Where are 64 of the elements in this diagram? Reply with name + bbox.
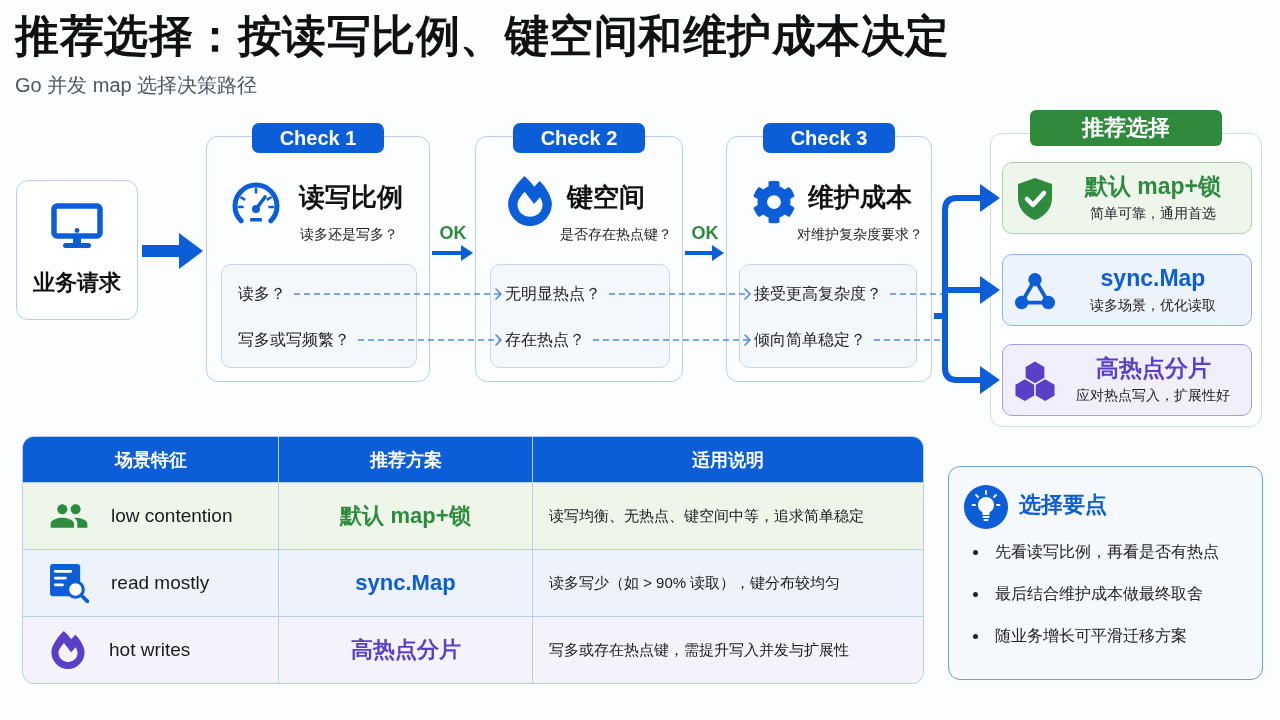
result-title: 默认 map+锁	[1084, 172, 1222, 201]
dashed-arrow	[357, 334, 502, 346]
scenario-label: low contention	[111, 504, 233, 528]
request-box	[16, 180, 138, 320]
tip-item: 先看读写比例，再看是否有热点	[971, 541, 1219, 563]
option-text: 无明显热点？	[505, 283, 601, 305]
thick-arrow	[948, 276, 1000, 304]
step-panel	[475, 123, 683, 382]
thick-arrow	[685, 245, 724, 261]
solution-name: 高热点分片	[350, 636, 461, 664]
option-panel	[221, 264, 417, 368]
result-card	[1002, 254, 1252, 326]
option-text: 倾向简单稳定？	[754, 329, 866, 351]
node-label: 业务请求	[33, 269, 121, 297]
step-header: Check 1	[251, 123, 385, 153]
result-title: sync.Map	[1100, 264, 1206, 293]
result-description: 应对热点写入，扩展性好	[1076, 386, 1230, 405]
option-text: 存在热点？	[505, 329, 585, 351]
solution-name: 默认 map+锁	[340, 502, 471, 530]
dashed-arrow	[608, 288, 751, 300]
result-card	[1002, 162, 1252, 234]
step-panel	[726, 123, 932, 382]
scenario-label: read mostly	[111, 571, 210, 595]
description-text: 写多或存在热点键，需提升写入并发与扩展性	[549, 640, 849, 660]
thick-arrow	[942, 366, 1000, 394]
step-title: 键空间	[567, 181, 645, 213]
result-header: 推荐选择	[1030, 110, 1222, 146]
scenario-label: hot writes	[109, 638, 191, 662]
option-text: 写多或写频繁？	[238, 329, 350, 351]
dashed-line	[889, 293, 943, 295]
column-header: 推荐方案	[369, 448, 442, 472]
option-panel	[739, 264, 917, 368]
subtitle: Go 并发 map 选择决策路径	[15, 73, 258, 97]
tip-item: 最后结合维护成本做最终取舍	[971, 583, 1203, 605]
result-panel	[990, 110, 1262, 427]
tips-panel	[948, 466, 1263, 680]
page-title: 推荐选择：按读写比例、键空间和维护成本决定	[15, 10, 950, 62]
step-header: Check 2	[512, 123, 646, 153]
tip-item: 随业务增长可平滑迁移方案	[971, 625, 1187, 647]
option-text: 接受更高复杂度？	[754, 283, 882, 305]
column-header: 场景特征	[114, 448, 187, 472]
step-panel	[206, 123, 430, 382]
column-header: 适用说明	[692, 448, 764, 472]
thick-arrow	[142, 233, 203, 269]
tips-title: 选择要点	[1019, 491, 1107, 519]
option-text: 读多？	[238, 283, 286, 305]
solution-name: sync.Map	[355, 569, 456, 597]
step-question: 对维护复杂度要求？	[797, 225, 923, 244]
step-header: Check 3	[762, 123, 896, 153]
step-title: 读写比例	[299, 181, 403, 213]
dashed-arrow	[293, 288, 502, 300]
thick-arrow	[432, 245, 473, 261]
option-panel	[490, 264, 670, 368]
description-text: 读写均衡、无热点、键空间中等，追求简单稳定	[549, 506, 864, 526]
step-title: 维护成本	[808, 181, 912, 213]
step-question: 读多还是写多？	[300, 225, 398, 244]
result-description: 简单可靠，通用首选	[1090, 204, 1216, 223]
result-description: 读多场景，优化读取	[1090, 296, 1216, 315]
result-card	[1002, 344, 1252, 416]
dashed-arrow	[592, 334, 751, 346]
result-title: 高热点分片	[1095, 354, 1211, 383]
step-question: 是否存在热点键？	[560, 225, 672, 244]
description-text: 读多写少（如 > 90% 读取），键分布较均匀	[549, 573, 841, 593]
dashed-line	[873, 339, 943, 341]
